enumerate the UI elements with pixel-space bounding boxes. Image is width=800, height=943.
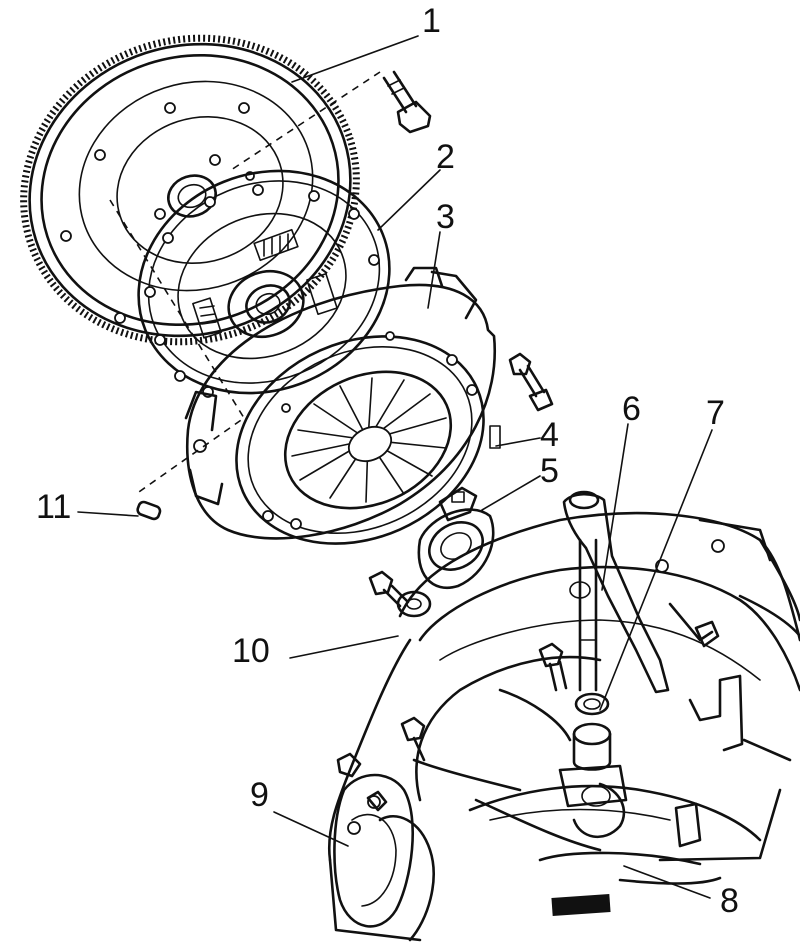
fork-bushing	[572, 692, 612, 771]
pressure-plate-assembly	[184, 266, 501, 545]
alignment-dashed-lines	[109, 71, 381, 495]
callout-7: 7	[706, 394, 725, 432]
dowel-pin	[136, 500, 162, 521]
release-fork	[562, 490, 670, 694]
callout-6: 6	[622, 390, 641, 428]
callout-9: 9	[250, 776, 269, 814]
housing-gasket	[333, 752, 435, 942]
callout-2: 2	[436, 138, 455, 176]
callout-11: 11	[36, 488, 71, 526]
callout-1: 1	[422, 2, 441, 40]
housing-bolts	[368, 570, 602, 852]
leader-lines	[77, 35, 713, 899]
flywheel-bolt	[382, 70, 432, 134]
callout-3: 3	[436, 198, 455, 236]
callout-5: 5	[540, 452, 559, 490]
flywheel	[20, 34, 360, 346]
callout-4: 4	[540, 416, 559, 454]
clutch-disc	[137, 169, 391, 398]
pressure-plate-bolt	[508, 352, 554, 412]
clutch-housing	[327, 511, 800, 942]
callout-10: 10	[232, 632, 270, 670]
callout-8: 8	[720, 882, 739, 920]
release-bearing	[417, 486, 495, 589]
callout-labels: 1 2 3 4 5 6 7 8 9 10 11	[36, 2, 739, 920]
